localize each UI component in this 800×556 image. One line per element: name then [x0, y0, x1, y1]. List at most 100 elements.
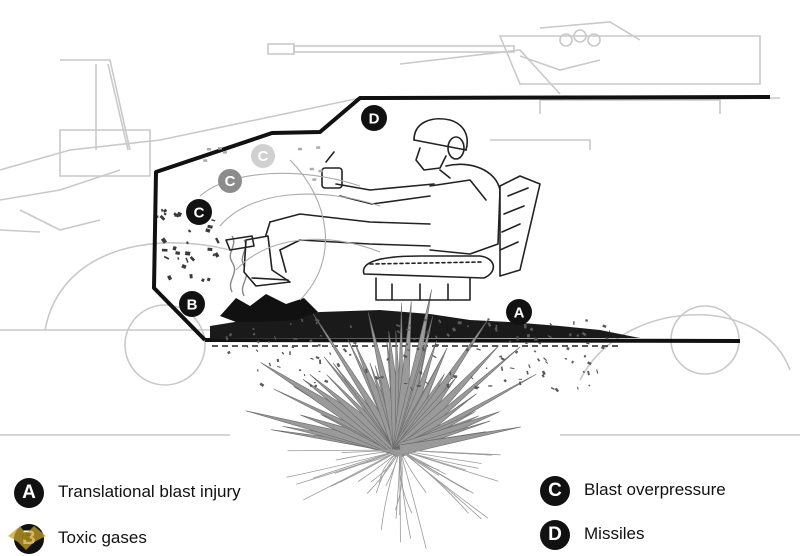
legend-item-D: D Missiles [540, 520, 644, 550]
debris-particle [470, 376, 474, 380]
debris-particle [416, 347, 420, 351]
debris-particle [303, 374, 306, 377]
debris-particle [315, 321, 318, 325]
marker-B: B [179, 291, 205, 317]
fragment [177, 257, 180, 260]
debris-particle [423, 318, 427, 322]
debris-particle [421, 346, 426, 352]
debris-particle [588, 384, 591, 387]
debris-particle [465, 348, 469, 352]
blast-root-line [399, 449, 427, 494]
debris-particle [583, 355, 587, 358]
debris-particle [300, 318, 304, 323]
legend-badge-A: A [14, 478, 44, 508]
debris-particle [503, 378, 507, 383]
marker-D-label: D [369, 111, 380, 128]
debris-particle [601, 346, 605, 350]
blast-root-line [399, 449, 493, 456]
legend-badge-C: C [540, 476, 570, 506]
blast-root-line [379, 449, 401, 484]
debris-particle [509, 367, 515, 370]
debris-particle [406, 343, 408, 346]
debris-particle [291, 345, 294, 349]
blast-root-line [287, 449, 401, 452]
legend-text-D: Missiles [584, 524, 645, 543]
fragment [298, 147, 302, 151]
debris-particle [309, 384, 313, 388]
debris-particle [349, 325, 353, 329]
fragment [184, 251, 191, 256]
debris-particle [342, 348, 348, 353]
debris-particle [432, 354, 437, 359]
debris-particle [451, 377, 453, 380]
debris-particle [255, 349, 259, 353]
legend-item-C: C Blast overpressure [540, 476, 726, 506]
fragment [206, 277, 211, 282]
debris-particle [408, 324, 412, 328]
debris-particle [508, 340, 512, 343]
debris-particle [446, 333, 451, 338]
debris-particle [581, 331, 587, 337]
debris-particle [533, 337, 538, 341]
legend: A Translational blast injury B Toxic gas… [0, 470, 800, 556]
blast-root-line [303, 449, 401, 501]
fragment [316, 146, 321, 149]
debris-particle [500, 366, 504, 372]
debris-particle [227, 350, 231, 355]
debris-particle [549, 322, 553, 326]
debris-particle [225, 336, 229, 341]
debris-particle [276, 365, 281, 368]
debris-particle [324, 379, 329, 384]
debris-particle [252, 332, 256, 336]
debris-particle [608, 330, 611, 333]
debris-particle [469, 343, 474, 348]
fragment [160, 237, 168, 244]
debris-particle [541, 374, 545, 378]
debris-particle [267, 340, 271, 344]
overpressure-waves [199, 159, 381, 301]
debris-particle [466, 325, 470, 328]
blast-root-line [399, 449, 499, 482]
debris-particle [374, 375, 379, 380]
fragment [318, 169, 323, 173]
seated-soldier [225, 118, 541, 301]
debris-particle [273, 336, 277, 340]
fragment [162, 208, 168, 213]
fragment [189, 274, 193, 279]
blast-root-line [335, 449, 401, 461]
debris-particle [516, 336, 520, 341]
marker-D: D [361, 105, 387, 131]
debris-particle [416, 384, 421, 388]
debris-particle [419, 371, 423, 375]
debris-particle [313, 381, 316, 384]
debris-particle [602, 324, 607, 329]
debris-particle [407, 348, 410, 352]
debris-particle [319, 335, 323, 337]
debris-particle [410, 386, 414, 391]
debris-particle [577, 386, 579, 390]
debris-particle [499, 355, 503, 358]
debris-particle [319, 359, 322, 365]
fragment [215, 237, 220, 244]
debris-particle [582, 370, 586, 374]
marker-A: A [506, 299, 532, 325]
fragment [181, 263, 187, 270]
debris-particle [457, 321, 462, 325]
debris-particle [268, 362, 272, 367]
debris-particle [256, 369, 259, 372]
debris-particle [523, 323, 527, 329]
marker-C-mid: C [218, 169, 242, 193]
debris-particle [474, 385, 479, 390]
debris-particle [309, 339, 313, 343]
fragment [175, 251, 181, 256]
debris-particle [585, 319, 588, 322]
debris-particle [596, 369, 599, 374]
blast-root-line [385, 449, 401, 487]
fragment [222, 151, 227, 154]
debris-particle [568, 333, 572, 337]
debris-particle [564, 357, 568, 360]
marker-C-mid-label: C [225, 173, 236, 190]
debris-particle [310, 357, 314, 360]
blast-root-line [399, 449, 489, 519]
